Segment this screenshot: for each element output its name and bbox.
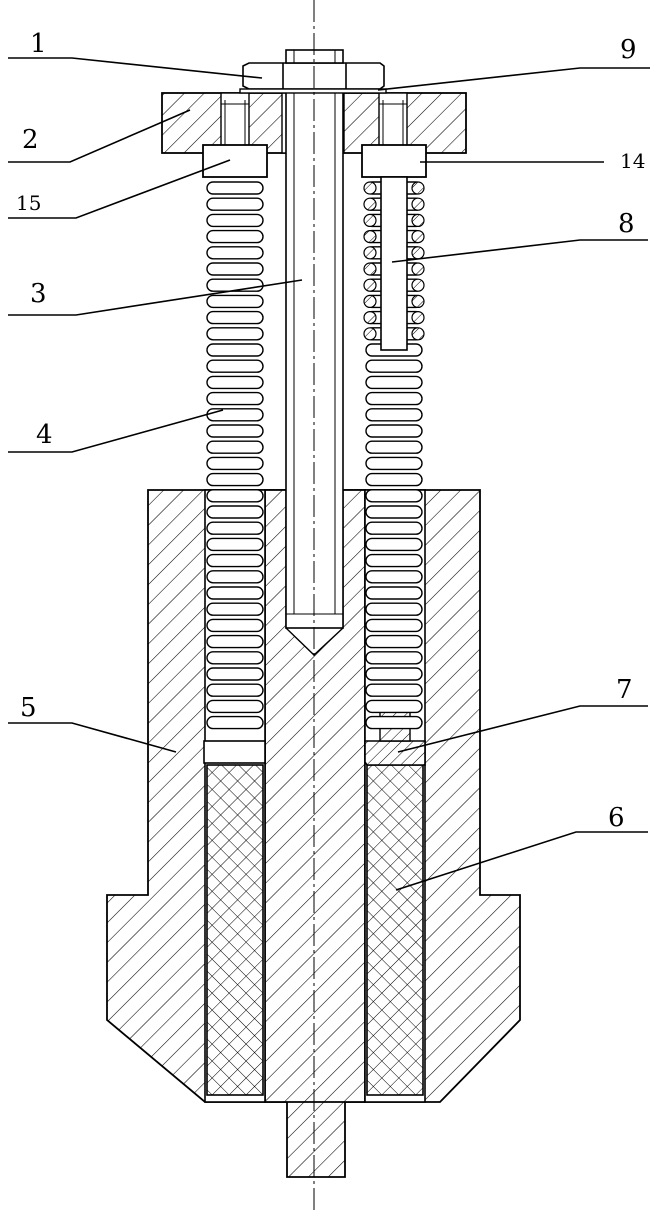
spring-coil	[366, 555, 422, 567]
left-spring	[207, 182, 263, 729]
guide-pin	[381, 177, 407, 350]
left-packing	[207, 765, 263, 1095]
right-packing	[367, 765, 423, 1095]
left-spacer-ring	[204, 741, 265, 763]
spring-wire-section	[412, 198, 424, 210]
spring-coil	[366, 636, 422, 648]
spring-coil	[366, 441, 422, 453]
spring-coil	[207, 344, 263, 356]
spring-coil	[366, 425, 422, 437]
spring-coil	[366, 717, 422, 729]
spring-wire-section	[412, 312, 424, 324]
spring-coil	[207, 555, 263, 567]
spring-coil	[207, 312, 263, 324]
spring-coil	[366, 490, 422, 502]
spring-coil	[366, 700, 422, 712]
label-3: 3	[30, 279, 47, 309]
spring-coil	[207, 538, 263, 550]
spring-coil	[366, 619, 422, 631]
label-7: 7	[616, 675, 633, 705]
spring-wire-section	[364, 279, 376, 291]
spring-coil	[207, 214, 263, 226]
spring-coil	[366, 571, 422, 583]
spring-coil	[366, 506, 422, 518]
spring-wire-section	[412, 263, 424, 275]
spring-coil	[207, 409, 263, 421]
spring-coil	[366, 668, 422, 680]
spring-coil	[366, 474, 422, 486]
spring-coil	[207, 425, 263, 437]
spring-coil	[366, 522, 422, 534]
spring-wire-section	[412, 182, 424, 194]
spring-wire-section	[364, 263, 376, 275]
spring-coil	[207, 295, 263, 307]
spring-coil	[207, 393, 263, 405]
washer	[240, 89, 386, 93]
spring-coil	[207, 182, 263, 194]
spring-coil	[207, 457, 263, 469]
label-9: 9	[620, 35, 637, 65]
label-8: 8	[618, 209, 635, 239]
spring-coil	[366, 652, 422, 664]
spring-wire-section	[412, 295, 424, 307]
label-2: 2	[22, 125, 39, 155]
spring-coil	[207, 587, 263, 599]
spring-coil	[207, 522, 263, 534]
spring-coil	[207, 490, 263, 502]
spring-wire-section	[364, 182, 376, 194]
spring-wire-section	[412, 247, 424, 259]
spring-wire-section	[412, 279, 424, 291]
spring-coil	[207, 328, 263, 340]
spring-wire-section	[364, 231, 376, 243]
label-6: 6	[608, 803, 625, 833]
spring-coil	[366, 603, 422, 615]
spring-wire-section	[364, 328, 376, 340]
spring-coil	[207, 603, 263, 615]
spring-coil	[207, 652, 263, 664]
label-15: 15	[16, 191, 41, 215]
spring-coil	[366, 360, 422, 372]
spring-coil	[207, 506, 263, 518]
spring-wire-section	[412, 328, 424, 340]
label-1: 1	[30, 29, 47, 59]
spring-coil	[366, 538, 422, 550]
spring-wire-section	[364, 295, 376, 307]
spring-coil	[366, 457, 422, 469]
spring-coil	[207, 684, 263, 696]
spring-coil	[207, 619, 263, 631]
spring-coil	[366, 409, 422, 421]
spring-wire-section	[364, 214, 376, 226]
spring-coil	[366, 393, 422, 405]
spring-coil	[207, 636, 263, 648]
spring-coil	[207, 231, 263, 243]
spring-coil	[366, 376, 422, 388]
label-5: 5	[20, 693, 37, 723]
spring-wire-section	[364, 312, 376, 324]
spring-coil	[207, 360, 263, 372]
label-4: 4	[36, 420, 53, 450]
left-spring-seat	[203, 145, 267, 177]
spring-coil	[366, 684, 422, 696]
spring-coil	[207, 668, 263, 680]
spring-coil	[207, 474, 263, 486]
spring-wire-section	[412, 231, 424, 243]
spring-wire-section	[364, 198, 376, 210]
right-spring-seat	[362, 145, 426, 177]
label-14: 14	[620, 149, 645, 173]
spring-coil	[207, 279, 263, 291]
spring-wire-section	[412, 214, 424, 226]
spring-coil	[207, 198, 263, 210]
spring-coil	[207, 700, 263, 712]
spring-coil	[366, 587, 422, 599]
spring-coil	[207, 571, 263, 583]
spring-wire-section	[364, 247, 376, 259]
spring-coil	[207, 441, 263, 453]
spring-coil	[207, 717, 263, 729]
right-gland-piece	[365, 741, 425, 765]
spring-coil	[207, 376, 263, 388]
spring-coil	[207, 263, 263, 275]
spring-coil	[207, 247, 263, 259]
